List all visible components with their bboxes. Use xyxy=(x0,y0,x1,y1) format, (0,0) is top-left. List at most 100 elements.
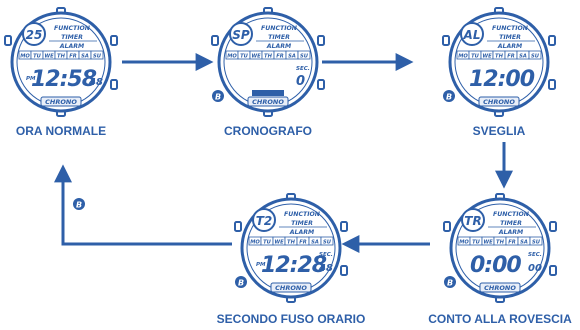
day-label-mo: MO xyxy=(458,54,468,60)
chrono-label: CHRONO xyxy=(484,284,516,292)
alarm-label: ALARM xyxy=(59,43,85,50)
seconds-digits: 48 xyxy=(88,77,103,88)
day-cell xyxy=(528,50,542,60)
left-button-top xyxy=(442,35,450,46)
day-label-su: SU xyxy=(532,240,541,246)
right-button-bottom xyxy=(110,79,118,90)
function-label: FUNCTION xyxy=(492,25,529,32)
day-label-we: WE xyxy=(44,54,54,60)
chrono-tab xyxy=(247,96,289,107)
sec-label: SEC. xyxy=(319,252,333,258)
day-cell xyxy=(529,236,543,246)
day-label-sa: SA xyxy=(519,54,527,60)
seconds-digits: 00 xyxy=(528,263,542,274)
right-button-bottom xyxy=(340,265,348,276)
timer-label: TIMER xyxy=(268,34,290,41)
b-button-badge: B xyxy=(443,90,455,102)
day-label-mo: MO xyxy=(20,54,30,60)
day-label-su: SU xyxy=(323,240,332,246)
mode-indicator: TR xyxy=(464,214,481,228)
b-button-circle xyxy=(212,90,224,102)
pm-indicator: PM xyxy=(26,76,36,82)
right-button-top xyxy=(548,35,556,46)
mode-indicator: SP xyxy=(232,28,250,42)
mode-circle xyxy=(252,208,276,232)
caption-dualtime: SECONDO FUSO ORARIO xyxy=(216,312,366,326)
progress-bar xyxy=(252,90,284,96)
alarm-label: ALARM xyxy=(289,229,315,236)
day-label-su: SU xyxy=(93,54,102,60)
day-label-tu: TU xyxy=(472,240,481,246)
return-button-badge: B xyxy=(73,198,85,210)
chrono-tab xyxy=(479,282,521,293)
pm-indicator: PM xyxy=(256,262,266,268)
right-button-top xyxy=(110,35,118,46)
day-label-sa: SA xyxy=(288,54,296,60)
b-button-circle xyxy=(444,276,456,288)
function-label: FUNCTION xyxy=(284,211,321,218)
function-label: FUNCTION xyxy=(54,25,91,32)
day-label-su: SU xyxy=(531,54,540,60)
day-label-mo: MO xyxy=(227,54,237,60)
caption-alarm: SVEGLIA xyxy=(472,124,526,138)
right-button-bottom xyxy=(548,79,556,90)
mode-circle xyxy=(22,22,46,46)
left-button-top xyxy=(443,221,451,232)
b-button-label: B xyxy=(215,93,221,102)
left-button-top xyxy=(4,35,12,46)
mode-circle xyxy=(461,208,485,232)
chrono-tab xyxy=(478,96,520,107)
right-button-top xyxy=(340,221,348,232)
main-time: 12:58 xyxy=(31,67,97,92)
day-label-we: WE xyxy=(274,240,284,246)
day-label-fr: FR xyxy=(276,54,284,60)
day-label-tu: TU xyxy=(33,54,42,60)
timer-label: TIMER xyxy=(500,220,522,227)
day-cell xyxy=(320,236,334,246)
day-label-tu: TU xyxy=(263,240,272,246)
left-button-top xyxy=(234,221,242,232)
left-button-top xyxy=(211,35,219,46)
timer-label: TIMER xyxy=(61,34,83,41)
day-label-th: TH xyxy=(57,54,66,60)
b-button-label: B xyxy=(447,279,453,288)
chrono-tab xyxy=(40,96,82,107)
day-label-tu: TU xyxy=(471,54,480,60)
function-label: FUNCTION xyxy=(493,211,530,218)
day-label-su: SU xyxy=(300,54,309,60)
day-label-we: WE xyxy=(251,54,261,60)
chrono-label: CHRONO xyxy=(275,284,307,292)
day-label-fr: FR xyxy=(299,240,307,246)
seconds-digits: 48 xyxy=(318,263,333,274)
button-b-label: B xyxy=(76,201,82,210)
mode-circle xyxy=(460,22,484,46)
seconds-digits: 0 xyxy=(296,74,305,89)
caption-countdown: CONTO ALLA ROVESCIA xyxy=(428,312,572,326)
sec-label: SEC. xyxy=(296,66,310,72)
caption-normal: ORA NORMALE xyxy=(15,124,107,138)
day-label-sa: SA xyxy=(520,240,528,246)
right-button-bottom xyxy=(317,79,325,90)
sec-label: SEC. xyxy=(528,252,542,258)
day-cell xyxy=(90,50,104,60)
mode-indicator: T2 xyxy=(256,214,273,228)
day-label-mo: MO xyxy=(459,240,469,246)
day-label-sa: SA xyxy=(311,240,319,246)
chrono-label: CHRONO xyxy=(45,98,77,106)
day-label-sa: SA xyxy=(81,54,89,60)
mode-indicator: AL xyxy=(463,28,481,42)
b-button-badge: B xyxy=(212,90,224,102)
day-label-fr: FR xyxy=(69,54,77,60)
alarm-label: ALARM xyxy=(266,43,292,50)
main-time: 12:00 xyxy=(469,67,535,92)
main-time: 12:28 xyxy=(261,253,327,278)
b-button-circle xyxy=(235,276,247,288)
right-button-top xyxy=(317,35,325,46)
chrono-tab xyxy=(270,282,312,293)
